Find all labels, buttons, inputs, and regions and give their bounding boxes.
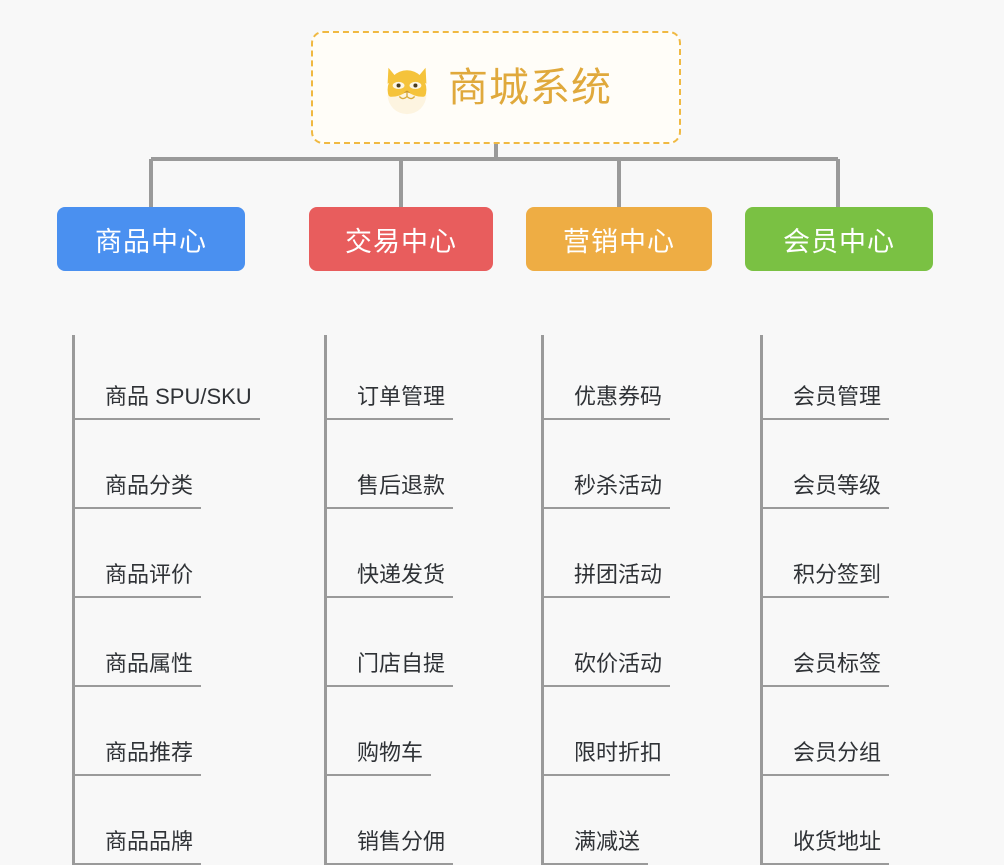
leaf-label: 限时折扣 (541, 739, 670, 777)
leaf-item[interactable]: 拼团活动 (541, 509, 670, 598)
leaf-label: 秒杀活动 (541, 472, 670, 510)
leaf-item[interactable]: 快递发货 (324, 509, 453, 598)
leaf-item[interactable]: 订单管理 (324, 331, 453, 420)
leaf-item[interactable]: 会员管理 (760, 331, 889, 420)
branch-营销中心: 营销中心 优惠券码 秒杀活动 拼团活动 砍价活动 限时折扣 满减送 (526, 207, 712, 271)
leaf-item[interactable]: 积分签到 (760, 509, 889, 598)
leaf-label: 商品分类 (72, 472, 201, 510)
leaf-label: 订单管理 (324, 383, 453, 421)
leaf-label: 优惠券码 (541, 383, 670, 421)
leaf-label: 收货地址 (760, 828, 889, 865)
leaf-label: 快递发货 (324, 561, 453, 599)
leaf-label: 会员标签 (760, 650, 889, 688)
leaf-label: 商品属性 (72, 650, 201, 688)
leaf-label: 门店自提 (324, 650, 453, 688)
root-node[interactable]: 商城系统 (311, 31, 681, 144)
leaf-label: 购物车 (324, 739, 431, 777)
branch-header-b2[interactable]: 交易中心 (309, 207, 493, 271)
leaf-item[interactable]: 商品分类 (72, 420, 201, 509)
branch-label-b3: 营销中心 (563, 220, 675, 259)
leaf-item[interactable]: 门店自提 (324, 598, 453, 687)
leaf-item[interactable]: 满减送 (541, 776, 648, 865)
leaf-label: 拼团活动 (541, 561, 670, 599)
leaf-label: 会员管理 (760, 383, 889, 421)
leaf-item[interactable]: 销售分佣 (324, 776, 453, 865)
leaf-item[interactable]: 购物车 (324, 687, 431, 776)
leaf-label: 会员等级 (760, 472, 889, 510)
leaf-label: 售后退款 (324, 472, 453, 510)
root-title: 商城系统 (448, 68, 612, 108)
leaf-label: 销售分佣 (324, 828, 453, 865)
leaf-item[interactable]: 商品推荐 (72, 687, 201, 776)
leaf-item[interactable]: 商品评价 (72, 509, 201, 598)
branch-商品中心: 商品中心 商品 SPU/SKU 商品分类 商品评价 商品属性 商品推荐 商品品牌 (57, 207, 245, 271)
branch-会员中心: 会员中心 会员管理 会员等级 积分签到 会员标签 会员分组 收货地址 (745, 207, 933, 271)
leaf-item[interactable]: 会员等级 (760, 420, 889, 509)
leaf-item[interactable]: 会员分组 (760, 687, 889, 776)
branch-label-b4: 会员中心 (783, 220, 895, 259)
branch-交易中心: 交易中心 订单管理 售后退款 快递发货 门店自提 购物车 销售分佣 (309, 207, 493, 271)
branch-label-b1: 商品中心 (95, 220, 207, 259)
leaf-label: 砍价活动 (541, 650, 670, 688)
leaf-item[interactable]: 收货地址 (760, 776, 889, 865)
branch-label-b2: 交易中心 (345, 220, 457, 259)
leaf-label: 积分签到 (760, 561, 889, 599)
branch-header-b3[interactable]: 营销中心 (526, 207, 712, 271)
branch-header-b1[interactable]: 商品中心 (57, 207, 245, 271)
leaf-item[interactable]: 商品 SPU/SKU (72, 331, 260, 420)
leaf-label: 商品 SPU/SKU (72, 383, 260, 421)
shiba-dog-face-icon (380, 61, 434, 115)
leaf-item[interactable]: 优惠券码 (541, 331, 670, 420)
mindmap-canvas: 商城系统 商品中心 商品 SPU/SKU 商品分类 商品评价 商品属性 商品推荐 (0, 0, 1004, 840)
leaf-label: 商品推荐 (72, 739, 201, 777)
leaf-item[interactable]: 售后退款 (324, 420, 453, 509)
leaf-item[interactable]: 商品品牌 (72, 776, 201, 865)
leaf-label: 商品品牌 (72, 828, 201, 865)
leaf-label: 商品评价 (72, 561, 201, 599)
leaf-label: 满减送 (541, 828, 648, 865)
leaf-item[interactable]: 秒杀活动 (541, 420, 670, 509)
leaf-item[interactable]: 砍价活动 (541, 598, 670, 687)
leaf-item[interactable]: 会员标签 (760, 598, 889, 687)
leaf-item[interactable]: 限时折扣 (541, 687, 670, 776)
branch-header-b4[interactable]: 会员中心 (745, 207, 933, 271)
leaf-item[interactable]: 商品属性 (72, 598, 201, 687)
leaf-label: 会员分组 (760, 739, 889, 777)
